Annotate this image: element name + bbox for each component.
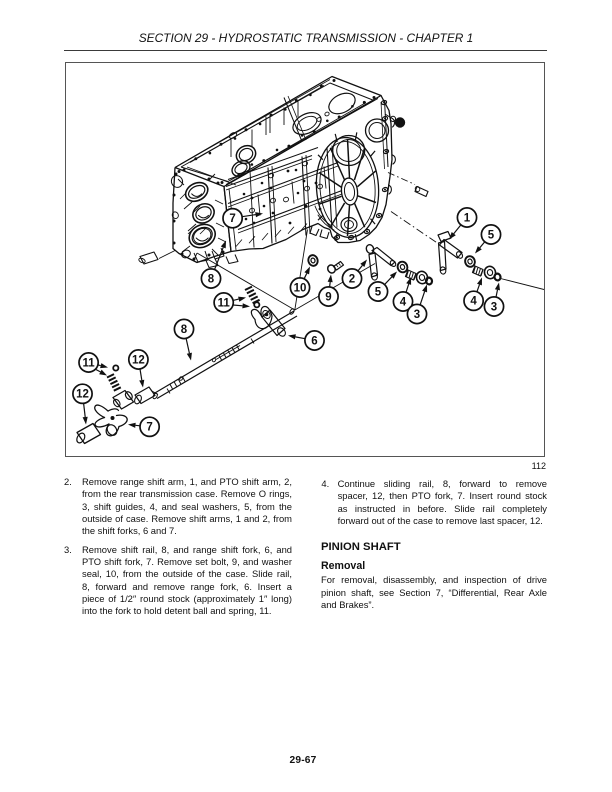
- svg-text:8: 8: [181, 323, 188, 335]
- svg-text:5: 5: [375, 286, 382, 298]
- svg-text:10: 10: [294, 282, 307, 294]
- svg-text:1: 1: [464, 212, 471, 224]
- svg-text:3: 3: [491, 301, 497, 313]
- svg-text:2: 2: [349, 273, 355, 285]
- svg-text:4: 4: [400, 296, 407, 308]
- svg-text:9: 9: [325, 291, 331, 303]
- svg-text:7: 7: [146, 421, 152, 433]
- svg-text:5: 5: [488, 229, 495, 241]
- svg-text:8: 8: [208, 273, 215, 285]
- svg-text:7: 7: [229, 213, 235, 225]
- svg-text:11: 11: [218, 297, 231, 309]
- svg-text:3: 3: [414, 308, 420, 320]
- svg-text:4: 4: [470, 295, 477, 307]
- svg-text:6: 6: [311, 335, 317, 347]
- svg-text:12: 12: [132, 354, 145, 366]
- svg-text:12: 12: [76, 388, 89, 400]
- svg-text:11: 11: [83, 357, 96, 369]
